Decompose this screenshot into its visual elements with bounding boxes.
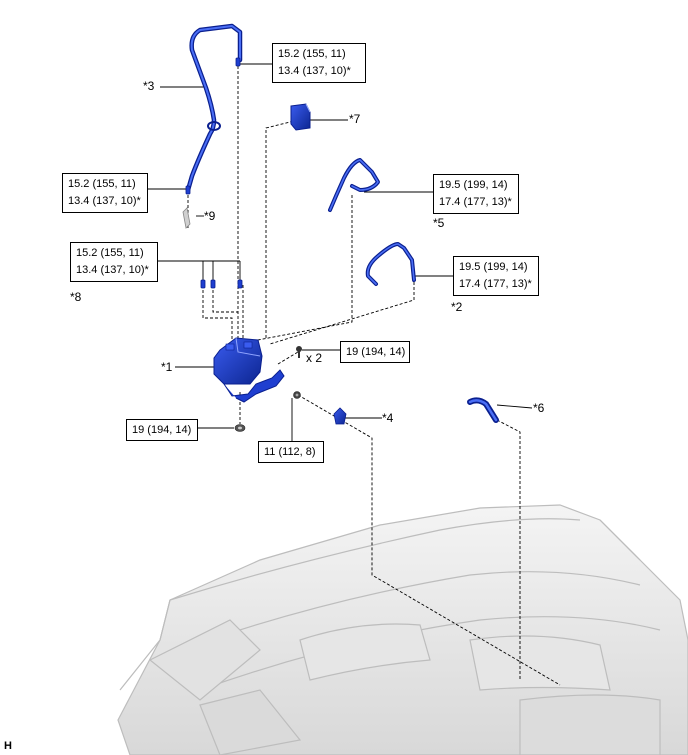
torque-box-8: 11 (112, 8) bbox=[258, 441, 324, 463]
bolt-x2 bbox=[296, 346, 302, 358]
torque-value: 15.2 (155, 11) bbox=[68, 178, 136, 190]
torque-value: 15.2 (155, 11) bbox=[278, 48, 346, 60]
torque-value: 19.5 (199, 14) bbox=[439, 179, 508, 191]
callout-part-5: *5 bbox=[433, 216, 445, 230]
torque-value-alt: 17.4 (177, 13)* bbox=[459, 278, 532, 290]
leader-lines bbox=[147, 63, 533, 441]
illustration-code: H bbox=[4, 740, 12, 752]
torque-value-alt: 13.4 (137, 10)* bbox=[278, 65, 351, 77]
torque-value-alt: 13.4 (137, 10)* bbox=[68, 195, 141, 207]
torque-value-alt: 17.4 (177, 13)* bbox=[439, 196, 512, 208]
torque-value: 19 (194, 14) bbox=[132, 424, 192, 436]
callout-part-4: *4 bbox=[382, 411, 394, 425]
callout-part-1: *1 bbox=[161, 360, 173, 374]
hose-part-6 bbox=[467, 397, 499, 423]
torque-box-3: 19.5 (199, 14) 17.4 (177, 13)* bbox=[433, 174, 519, 214]
bolt-11 bbox=[293, 391, 301, 399]
callout-part-3: *3 bbox=[143, 79, 155, 93]
callout-part-9: *9 bbox=[204, 209, 216, 223]
hose-part-3 bbox=[185, 23, 243, 193]
clip-part-9 bbox=[182, 207, 191, 229]
vehicle-engine-compartment bbox=[117, 504, 688, 755]
torque-value: 15.2 (155, 11) bbox=[76, 247, 144, 259]
brake-tube-part-2 bbox=[365, 242, 416, 286]
torque-box-2: 15.2 (155, 11) 13.4 (137, 10)* bbox=[62, 173, 148, 213]
torque-value: 11 (112, 8) bbox=[264, 446, 316, 458]
brake-tube-part-5 bbox=[328, 158, 380, 212]
torque-box-5: 19.5 (199, 14) 17.4 (177, 13)* bbox=[453, 256, 539, 296]
callout-part-7: *7 bbox=[349, 112, 361, 126]
callout-part-2: *2 bbox=[451, 300, 463, 314]
torque-value: 19 (194, 14) bbox=[346, 346, 406, 358]
callout-part-8: *8 bbox=[70, 290, 82, 304]
quantity-label: x 2 bbox=[306, 351, 323, 365]
bracket-part-7 bbox=[290, 103, 311, 131]
torque-box-1: 15.2 (155, 11) 13.4 (137, 10)* bbox=[272, 43, 366, 83]
callout-part-6: *6 bbox=[533, 401, 545, 415]
torque-box-4: 15.2 (155, 11) 13.4 (137, 10)* bbox=[70, 242, 158, 282]
torque-box-7: 19 (194, 14) bbox=[126, 419, 198, 441]
torque-value: 19.5 (199, 14) bbox=[459, 261, 528, 273]
nut-19 bbox=[234, 424, 246, 432]
bracket-part-4 bbox=[333, 407, 347, 425]
actuator-part-1 bbox=[213, 337, 285, 403]
torque-box-6: 19 (194, 14) bbox=[340, 341, 410, 363]
fittings-part-8 bbox=[185, 57, 243, 289]
torque-value-alt: 13.4 (137, 10)* bbox=[76, 264, 149, 276]
